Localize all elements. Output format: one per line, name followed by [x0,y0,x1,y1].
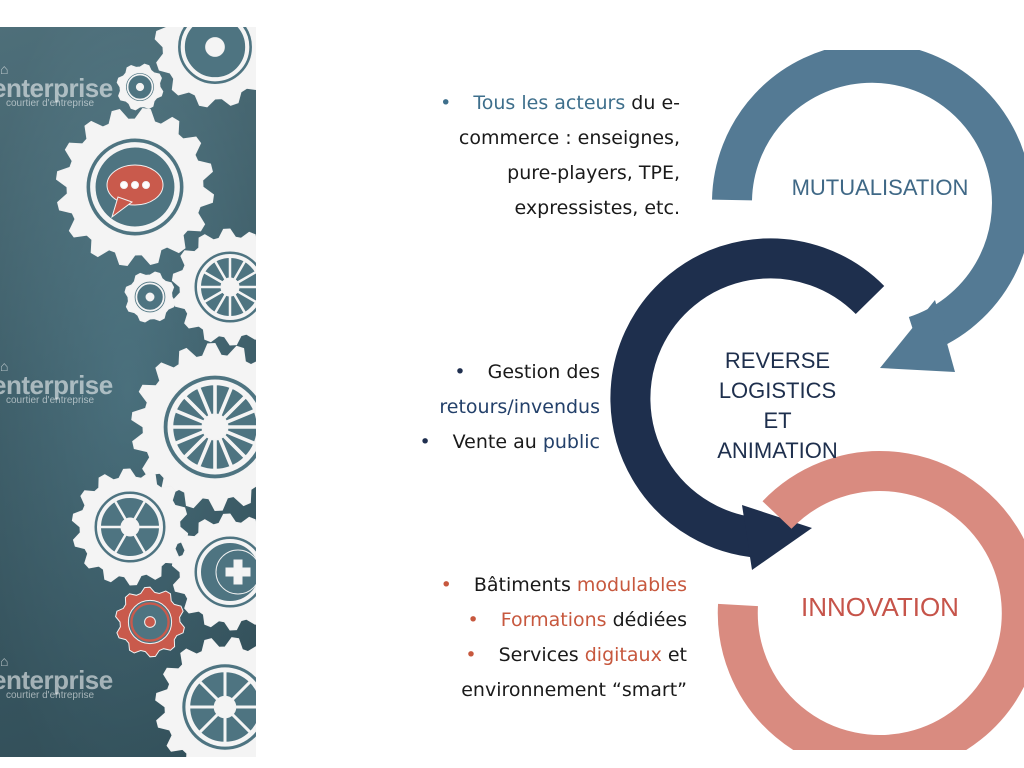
mutualisation-line-3: pure-players, TPE, [507,162,680,184]
mutualisation-text: •Tous les acteurs du e- commerce : ensei… [440,86,680,226]
building-icon: ⌂ [0,358,9,374]
gear-icon [124,271,176,323]
mutualisation-label: MUTUALISATION [791,175,969,200]
gear-icon [171,228,256,346]
innovation-line-4: environnement “smart” [461,679,687,701]
gears-illustration: ⌂ enterprise courtier d'entreprise ⌂ ent… [0,27,256,757]
gear-icon [71,468,189,586]
gear-icon [155,637,256,757]
bullet-icon: • [419,431,431,453]
reverse-line-3: •Vente au public [419,425,600,460]
cycle-diagram [610,50,1024,750]
reverse-arrowhead [742,505,812,570]
bullet-icon: • [454,361,466,383]
innovation-line-2: •Formations dédiées [441,603,687,638]
mutualisation-line-4: expressistes, etc. [514,197,680,219]
reverse-arrow [610,238,885,558]
mutualisation-line-1: •Tous les acteurs du e- [440,86,680,121]
chat-bubble-icon [106,164,164,219]
mutualisation-line-2: commerce : enseignes, [458,127,680,149]
innovation-line-3: •Services digitaux et [441,638,687,673]
watermark: ⌂ enterprise courtier d'entreprise [0,358,113,406]
gears-graphic [0,27,256,757]
reverse-line-1: •Gestion des [419,355,600,390]
mutualisation-arrowhead [880,300,955,372]
innovation-arrow [717,451,1024,750]
watermark: ⌂ enterprise courtier d'entreprise [0,653,113,701]
innovation-label: INNOVATION [801,592,959,622]
bullet-icon: • [440,574,452,596]
reverse-line-2: retours/invendus [439,396,600,418]
innovation-line-1: •Bâtiments modulables [441,568,687,603]
watermark: ⌂ enterprise courtier d'entreprise [0,61,113,109]
bullet-icon: • [440,92,452,114]
bullet-icon: • [465,644,477,666]
bullet-icon: • [467,609,479,631]
reverse-text: •Gestion des retours/invendus •Vente au … [419,355,600,460]
building-icon: ⌂ [0,61,9,77]
gear-icon [116,63,164,111]
gear-icon [154,27,256,108]
gear-icon [131,342,256,512]
gear-icon [115,586,185,658]
reverse-logistics-label: REVERSE LOGISTICS ET ANIMATION [717,348,838,463]
building-icon: ⌂ [0,653,9,669]
mutualisation-arrow [712,50,1024,356]
plus-icon [215,549,256,595]
innovation-text: •Bâtiments modulables •Formations dédiée… [441,568,687,708]
